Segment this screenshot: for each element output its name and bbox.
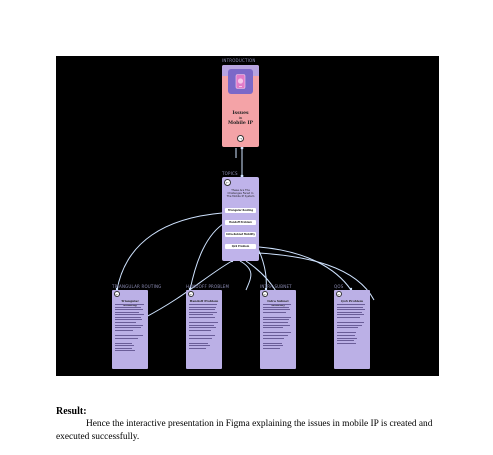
card-handoff-problem[interactable]: ← Handoff Problem [186, 290, 222, 369]
card-body-text [115, 304, 145, 353]
topics-slide[interactable]: ← These Are The Challenges Faced In The … [222, 177, 259, 261]
frame-label-triangular-routing: TRIANGULAR ROUTING [112, 284, 162, 289]
intro-title-line-1: Issues [232, 111, 249, 116]
frame-label-qos: QOS [334, 284, 344, 289]
card-intra-subnet-mobility[interactable]: ← Intra Subnet Mobility [260, 290, 296, 369]
back-arrow-icon[interactable]: ← [224, 179, 231, 186]
card-body-text [189, 304, 219, 350]
mobile-phone-illustration [228, 69, 253, 94]
topic-button-qos-problem[interactable]: QoS Problem [225, 244, 256, 249]
card-title: Handoff Problem [189, 299, 219, 303]
connector-triangular-back [143, 260, 233, 319]
card-title: QoS Problem [341, 299, 363, 303]
frame-label-topics: TOPICS [222, 171, 238, 176]
frame-label-introduction: INTRODUCTION [222, 58, 256, 63]
connector-hub-handoff [189, 221, 227, 291]
frame-label-intra-subnet: INTRA SUBNET [260, 284, 292, 289]
connector-handoff-back [239, 260, 252, 291]
connector-hub-triangular [116, 212, 223, 291]
card-triangular-routing[interactable]: ← Triangular Routing [112, 290, 148, 369]
card-body-text [263, 304, 293, 350]
frame-label-handoff: HANDOFF PROBLEM [186, 284, 230, 289]
card-qos-problem[interactable]: ← QoS Problem [334, 290, 370, 369]
card-title: Intra Subnet Mobility [267, 299, 289, 307]
next-arrow-icon[interactable]: → [237, 135, 244, 142]
connector-qos-back [258, 252, 375, 301]
result-paragraph: Hence the interactive presentation in Fi… [56, 418, 446, 443]
card-body-text [337, 304, 367, 345]
back-arrow-icon[interactable]: ← [262, 291, 268, 297]
result-heading: Result: [56, 406, 87, 417]
back-arrow-icon[interactable]: ← [336, 291, 342, 297]
topic-button-intra-subnet[interactable]: Intra-Subnet Mobility [225, 232, 256, 237]
figma-prototype-canvas: INTRODUCTION TOPICS TRIANGULAR ROUTING H… [56, 56, 439, 376]
result-text: Hence the interactive presentation in Fi… [56, 419, 433, 442]
card-title: Triangular Routing [121, 299, 139, 307]
intro-title-line-2: in [238, 116, 243, 120]
back-arrow-icon[interactable]: ← [114, 291, 120, 297]
topics-heading: These Are The Challenges Faced In The Mo… [226, 189, 255, 199]
intro-title: Issues in Mobile IP [222, 111, 259, 126]
topic-button-triangular-routing[interactable]: Triangular Routing [225, 208, 256, 213]
intro-slide[interactable]: Issues in Mobile IP → [222, 65, 259, 147]
back-arrow-icon[interactable]: ← [188, 291, 194, 297]
topic-button-handoff-problem[interactable]: Handoff Problem [225, 220, 256, 225]
intro-title-line-3: Mobile IP [228, 121, 253, 126]
